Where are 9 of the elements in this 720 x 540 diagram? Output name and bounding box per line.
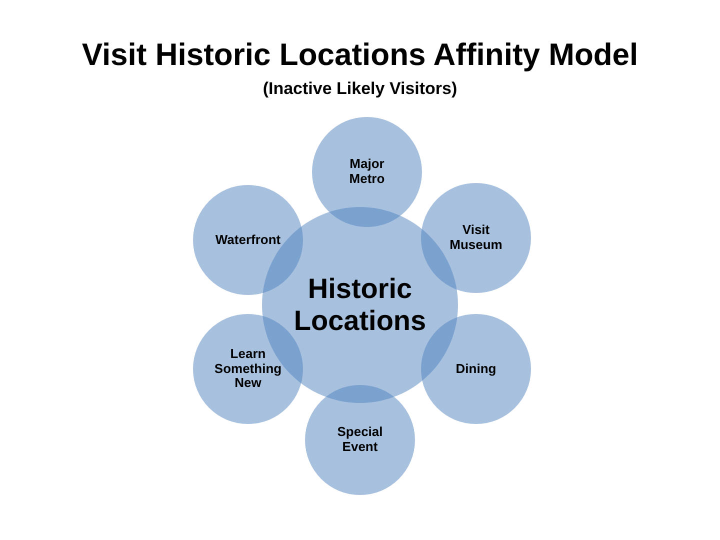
circle-label: Dining	[454, 362, 498, 376]
title: Visit Historic Locations Affinity Model	[80, 36, 640, 74]
circle-label: Major Metro	[348, 157, 386, 187]
circle-label: Historic Locations	[292, 272, 428, 338]
circle-label: Visit Museum	[448, 223, 504, 253]
circle-label: Special Event	[336, 425, 384, 455]
circle-label: Waterfront	[214, 232, 282, 248]
subtitle: (Inactive Likely Visitors)	[262, 78, 458, 100]
circle-label: Learn Something New	[213, 346, 283, 392]
